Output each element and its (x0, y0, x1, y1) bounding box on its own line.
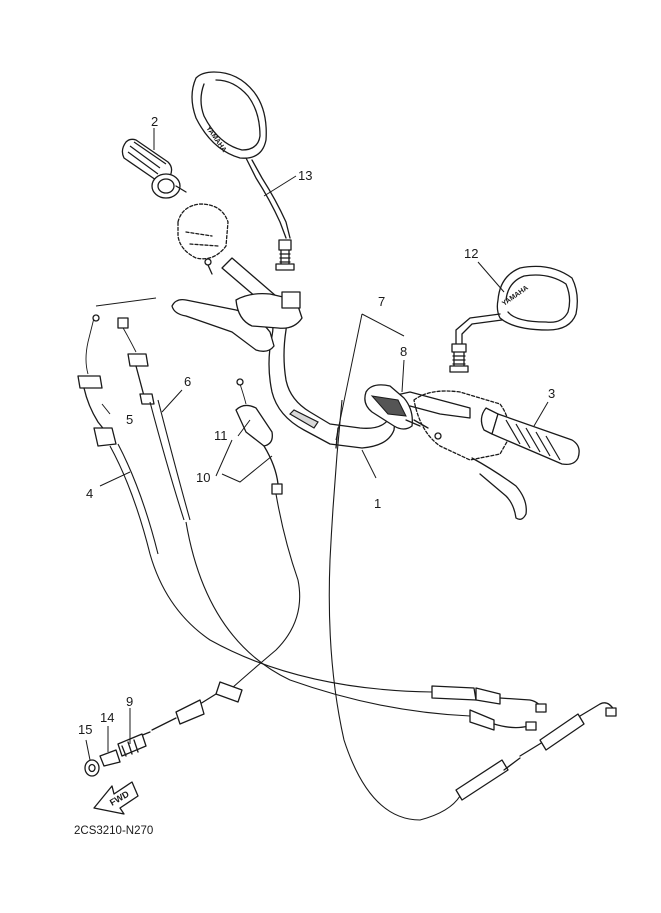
left-grip (121, 138, 187, 199)
callout-10: 10 (196, 470, 210, 485)
callout-2: 2 (151, 114, 158, 129)
callout-14: 14 (100, 710, 114, 725)
callout-9: 9 (126, 694, 133, 709)
callout-12: 12 (464, 246, 478, 261)
throttle-cable-4 (77, 314, 547, 713)
left-switch-housing (177, 203, 229, 275)
callout-5: 5 (126, 412, 133, 427)
callout-6: 6 (184, 374, 191, 389)
throttle-cable-6 (117, 317, 537, 731)
clutch-switch-assembly (175, 378, 301, 725)
clutch-cable (328, 399, 617, 821)
callout-4: 4 (86, 486, 93, 501)
adjuster-parts (84, 717, 177, 777)
callout-13: 13 (298, 168, 312, 183)
callout-3: 3 (548, 386, 555, 401)
left-mirror: YAMAHA (191, 71, 295, 271)
callout-leaders (85, 128, 549, 761)
callout-1: 1 (374, 496, 381, 511)
fwd-arrow-icon: FWD (93, 781, 139, 815)
callout-11: 11 (214, 428, 228, 443)
callout-7: 7 (378, 294, 385, 309)
callout-numbers: 1 2 3 4 5 6 7 8 9 10 11 12 13 14 15 (78, 114, 555, 737)
throttle-housing (364, 384, 442, 440)
right-grip (480, 407, 580, 466)
clutch-lever (171, 291, 303, 352)
callout-8: 8 (400, 344, 407, 359)
right-mirror: YAMAHA (449, 265, 578, 373)
diagram-code: 2CS3210-N270 (74, 825, 153, 837)
callout-15: 15 (78, 722, 92, 737)
